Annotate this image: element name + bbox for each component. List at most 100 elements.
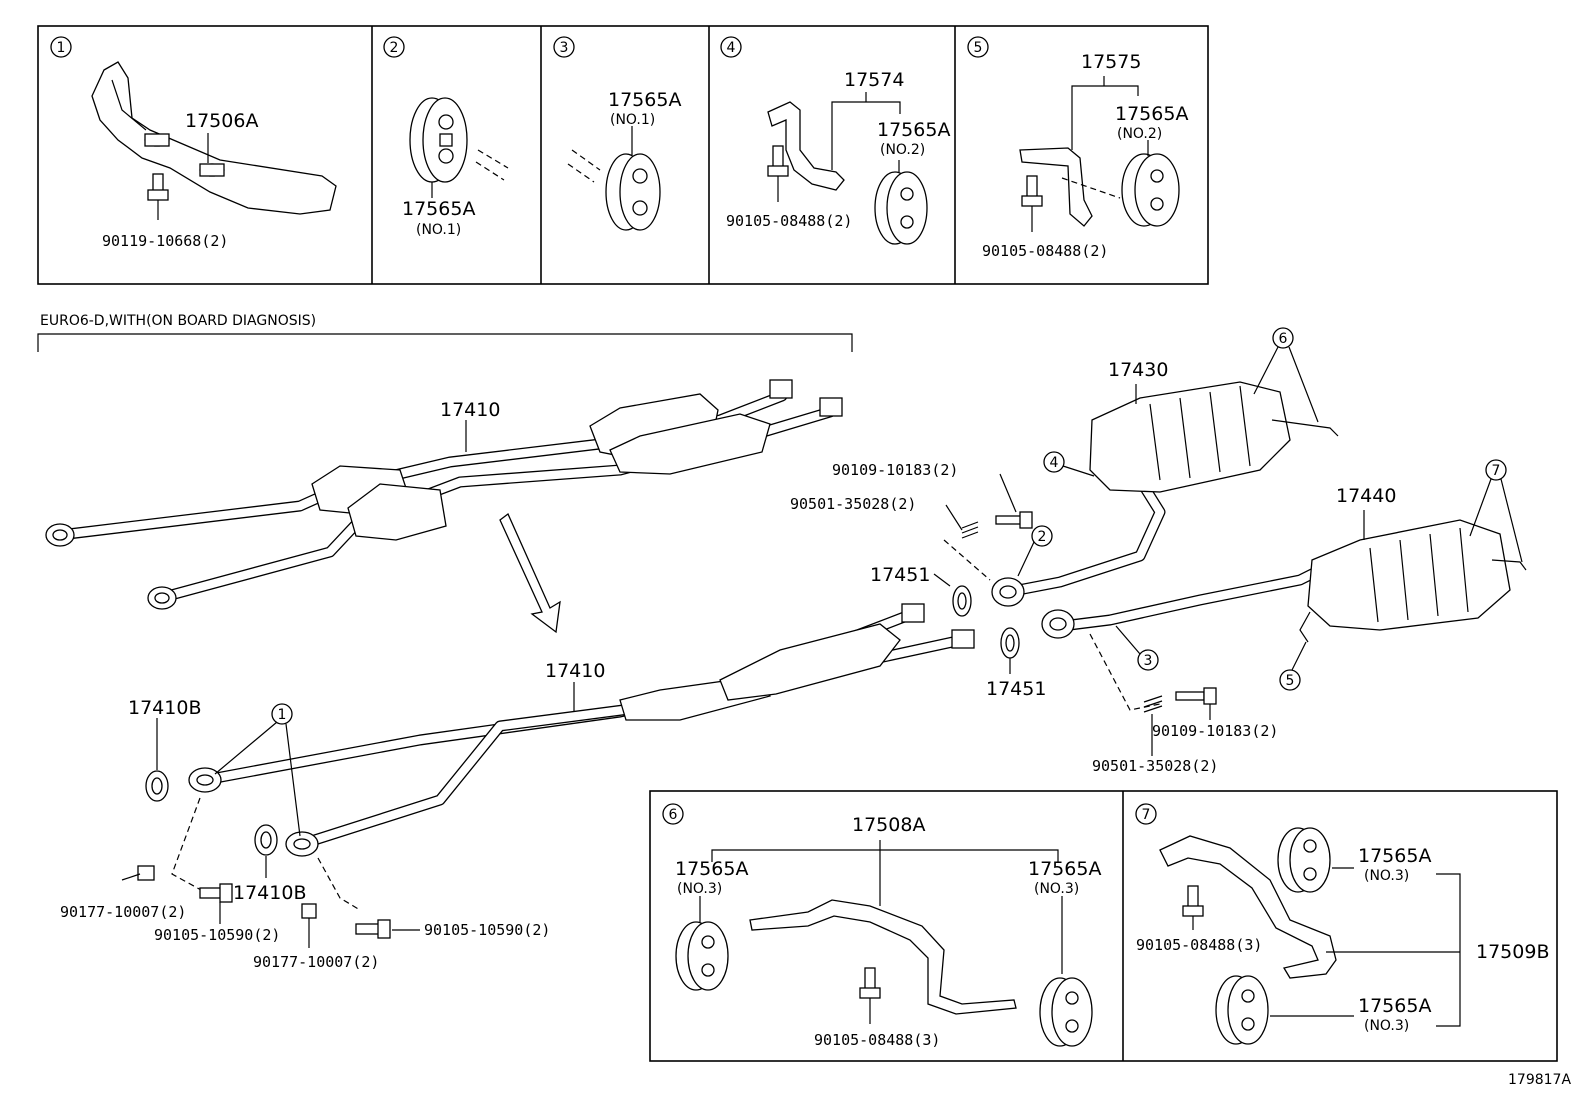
muffler-17440-label: 17440 <box>1336 485 1396 507</box>
fastener-guide <box>943 539 991 581</box>
part-17565A-label: 17565A <box>1028 858 1101 880</box>
resonator-drawing <box>609 413 771 475</box>
callout-circle <box>50 36 72 58</box>
bolt-90119-label: 90119-10668(2) <box>102 232 228 250</box>
bottom-panels-frame <box>649 790 1558 1062</box>
tailpipe-lower-assembly: 17440 7 5 3 90109-10183(2) 90501-35028(2… <box>1041 459 1527 775</box>
leader-line <box>1062 465 1095 477</box>
leader-line <box>945 504 963 531</box>
fastener-guide <box>317 857 361 911</box>
part-17565A-label: 17565A <box>1358 845 1431 867</box>
panel-5-number: 5 <box>974 40 983 56</box>
rubber-hanger-drawing <box>1121 153 1180 227</box>
callout-circle <box>967 36 989 58</box>
callout-circle <box>1031 525 1053 547</box>
part-sub-label: (NO.3) <box>1364 868 1409 884</box>
rubber-hanger-drawing <box>874 171 928 245</box>
bolt-90105-label: 90105-08488(2) <box>982 242 1108 260</box>
callout-circle <box>1135 803 1157 825</box>
callout-circle <box>271 703 293 725</box>
part-sub-label: (NO.1) <box>610 112 655 128</box>
panel-1-number: 1 <box>57 40 66 56</box>
bolt-drawing <box>1021 175 1043 232</box>
leader-line <box>1291 641 1307 671</box>
bolt-drawing <box>199 883 233 903</box>
panel-7: 7 17509B 17565A (NO.3) 17565A (NO.3) 901… <box>1135 803 1549 1045</box>
rubber-hanger-drawing <box>1277 827 1331 893</box>
muffler-drawing <box>1307 519 1511 631</box>
bolt-drawing <box>767 145 789 202</box>
spring-90501-label: 90501-35028(2) <box>790 495 916 513</box>
gasket-17410B-label: 17410B <box>233 882 306 904</box>
part-17565A-label: 17565A <box>608 89 681 111</box>
nut-90177-label: 90177-10007(2) <box>60 903 186 921</box>
part-sub-label: (NO.1) <box>416 222 461 238</box>
callout-6-number: 6 <box>1279 331 1288 347</box>
bolt-90105-label: 90105-08488(3) <box>814 1031 940 1049</box>
panel-4: 4 17574 17565A (NO.2) 90105-08488(2) <box>720 36 950 245</box>
muffler-17430-label: 17430 <box>1108 359 1168 381</box>
tailpipe-upper-assembly: 17430 6 4 2 90109-10183(2) 90501-35028(2… <box>790 327 1339 607</box>
bolt-drawing <box>1175 687 1217 705</box>
callout-circle <box>1272 327 1294 349</box>
section-note: EURO6-D,WITH(ON BOARD DIAGNOSIS) <box>37 313 853 352</box>
leader-line <box>214 721 301 837</box>
pin-guide <box>1061 177 1121 199</box>
leader-line <box>999 473 1017 513</box>
rubber-hanger-drawing <box>605 153 661 231</box>
part-17565A-label: 17565A <box>877 119 950 141</box>
part-17506A-label: 17506A <box>185 110 258 132</box>
callout-circle <box>720 36 742 58</box>
nut-drawing <box>301 903 317 919</box>
part-sub-label: (NO.3) <box>1034 881 1079 897</box>
panel-1: 1 17506A 90119-10668(2) <box>50 36 337 250</box>
nut-90177-label: 90177-10007(2) <box>253 953 379 971</box>
part-17565A-label: 17565A <box>1358 995 1431 1017</box>
callout-circle <box>1485 459 1507 481</box>
spring-washer-drawing <box>1143 695 1163 713</box>
callout-circle <box>553 36 575 58</box>
part-17574-label: 17574 <box>844 69 904 91</box>
part-17565A-label: 17565A <box>402 198 475 220</box>
part-sub-label: (NO.3) <box>1364 1018 1409 1034</box>
panel-7-number: 7 <box>1142 807 1151 823</box>
hanger-bracket-drawing <box>1019 147 1093 227</box>
bolt-90105-label: 90105-08488(3) <box>1136 936 1262 954</box>
callout-5-number: 5 <box>1286 673 1295 689</box>
panel-6-number: 6 <box>669 807 678 823</box>
bracket-leader <box>711 849 1059 862</box>
bolt-90109-label: 90109-10183(2) <box>832 461 958 479</box>
fastener-guide <box>171 797 213 897</box>
bolt-drawing <box>859 967 881 1024</box>
panel-3-number: 3 <box>560 40 569 56</box>
bolt-90105-10590-label: 90105-10590(2) <box>154 926 280 944</box>
hanger-bracket-drawing <box>1159 835 1337 979</box>
bracket-leader <box>1436 873 1461 1027</box>
grommet-drawing <box>199 163 225 177</box>
resonator-drawing <box>719 623 901 701</box>
callout-7-number: 7 <box>1492 463 1501 479</box>
leader-line <box>1469 478 1523 563</box>
panel-2-number: 2 <box>390 40 399 56</box>
callout-1-number: 1 <box>278 707 287 723</box>
gasket-17451-label: 17451 <box>986 678 1046 700</box>
hanger-bracket-drawing <box>749 899 1017 1015</box>
callout-circle <box>1279 669 1301 691</box>
callout-circle <box>383 36 405 58</box>
front-pipe-obd-assembly: 17410 <box>45 379 843 610</box>
rear-bracket-drawing <box>91 61 337 215</box>
bracket-rib <box>111 79 147 131</box>
gasket-17410B-label: 17410B <box>128 697 201 719</box>
part-17410-lower-label: 17410 <box>545 660 605 682</box>
gasket-17451-label: 17451 <box>870 564 930 586</box>
spring-90501-label: 90501-35028(2) <box>1092 757 1218 775</box>
bottom-detail-panels <box>649 790 1558 1062</box>
bolt-drawing <box>995 511 1033 529</box>
top-panels-frame <box>37 25 1209 285</box>
callout-2-number: 2 <box>1038 529 1047 545</box>
hanger-rod <box>1299 611 1311 643</box>
grommet-drawing <box>144 133 170 147</box>
gasket-17451-group: 17451 17451 <box>870 564 1046 700</box>
bolt-drawing <box>355 919 391 939</box>
